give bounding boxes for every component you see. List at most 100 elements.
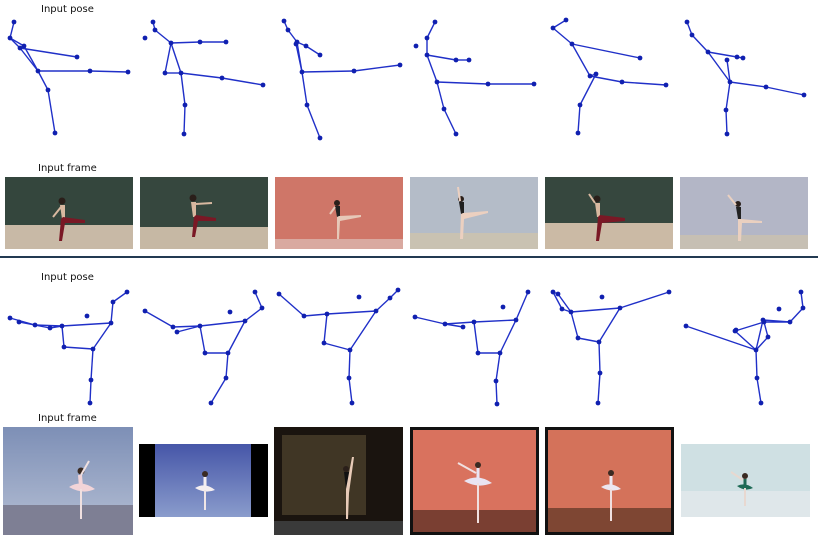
pose-limb: [473, 321, 479, 354]
pose-limb: [154, 29, 172, 44]
pose-skeleton-8: [142, 289, 265, 406]
pose-joint: [460, 324, 466, 330]
pose-limb: [734, 321, 765, 332]
pose-skeleton-6: [684, 19, 807, 137]
pose-joint: [441, 106, 447, 112]
pose-limb: [227, 320, 246, 354]
pose-joint: [197, 323, 203, 329]
pose-limb: [323, 313, 328, 344]
dancer-figure: [343, 457, 354, 519]
pose-joint: [617, 305, 623, 311]
pose-joint: [575, 130, 581, 136]
pose-joint: [740, 55, 746, 61]
pose-joint: [208, 400, 214, 406]
pose-limb: [621, 81, 667, 86]
pose-limb: [789, 307, 804, 323]
pose-joint: [285, 27, 291, 33]
pose-joint: [178, 70, 184, 76]
pose-limb: [164, 42, 172, 74]
pose-skeleton-5: [550, 17, 669, 136]
pose-limb: [436, 81, 489, 85]
pose-joint: [471, 319, 477, 325]
pose-limb: [305, 45, 321, 56]
pose-limb: [301, 70, 355, 73]
pose-joint: [152, 27, 158, 33]
pose-joint: [500, 304, 506, 310]
pose-limb: [414, 316, 446, 325]
pose-joint: [596, 339, 602, 345]
pose-limb: [254, 291, 263, 309]
pose-joint: [442, 321, 448, 327]
pose-joint: [599, 294, 605, 300]
pose-joint: [260, 82, 266, 88]
pose-limb: [89, 70, 129, 73]
dancer-figure: [69, 460, 95, 519]
pose-joint: [763, 84, 769, 90]
pose-joint: [493, 378, 499, 384]
pose-joint: [705, 49, 711, 55]
pose-joint: [563, 17, 569, 23]
pose-joint: [35, 68, 41, 74]
pose-limb: [349, 310, 377, 351]
pose-limb: [707, 51, 731, 83]
pose-limb: [306, 104, 321, 139]
pose-limb: [707, 51, 738, 58]
pose-joint: [432, 19, 438, 25]
pose-limb: [598, 341, 601, 374]
pose-joint: [550, 289, 556, 295]
pose-joint: [356, 294, 362, 300]
pose-limb: [685, 325, 757, 351]
pose-joint: [174, 329, 180, 335]
pose-joint: [150, 19, 156, 25]
pose-joint: [299, 69, 305, 75]
pose-limb: [426, 54, 457, 61]
pose-limb: [495, 380, 498, 405]
pose-joint: [734, 54, 740, 60]
dancer-figure: [329, 200, 361, 239]
pose-joint: [87, 400, 93, 406]
pose-limb: [557, 293, 572, 313]
pose-limb: [800, 291, 804, 309]
pose-limb: [63, 346, 94, 350]
pose-joint: [17, 45, 23, 51]
pose-joint: [395, 287, 401, 293]
pose-limb: [552, 27, 573, 45]
pose-joint: [412, 314, 418, 320]
dancer-figure: [588, 193, 625, 241]
pose-joint: [124, 289, 130, 295]
pose-joint: [683, 323, 689, 329]
pose-limb: [426, 21, 436, 39]
pose-limb: [619, 291, 670, 309]
pose-limb: [375, 297, 391, 312]
pose-joint: [87, 68, 93, 74]
pose-limb: [183, 104, 186, 135]
pose-joint: [550, 25, 556, 31]
pose-joint: [170, 324, 176, 330]
dancer-figure: [730, 471, 753, 506]
pose-joint: [525, 289, 531, 295]
dancer-figure: [727, 194, 762, 241]
pose-joint: [142, 308, 148, 314]
pose-joint: [723, 107, 729, 113]
pose-limb: [323, 342, 351, 351]
pose-joint: [637, 55, 643, 61]
dancer-figure: [457, 186, 488, 239]
pose-joint: [801, 92, 807, 98]
frame-top-4: [410, 177, 538, 249]
pose-limb: [287, 29, 298, 43]
pose-limb: [92, 322, 112, 350]
pose-limb: [598, 307, 621, 343]
pose-limb: [221, 77, 264, 86]
pose-skeleton-9: [276, 287, 401, 406]
input-frame-label-bottom: Input frame: [38, 413, 97, 424]
pose-joint: [16, 319, 22, 325]
pose-joint: [513, 317, 519, 323]
pose-joint: [347, 347, 353, 353]
pose-limb: [9, 21, 15, 39]
pose-limb: [552, 19, 567, 29]
panel-separator: [0, 256, 818, 258]
pose-limb: [295, 43, 303, 73]
pose-limb: [495, 352, 501, 382]
frame-bottom-5: [545, 427, 674, 535]
